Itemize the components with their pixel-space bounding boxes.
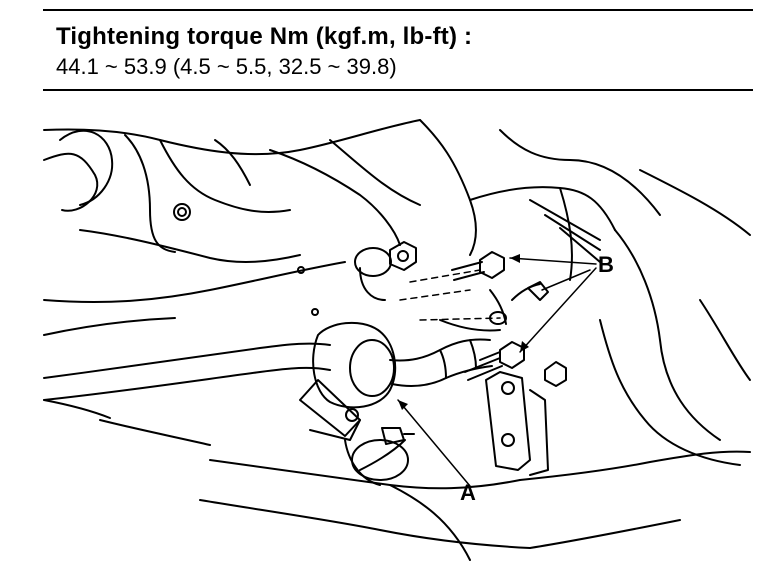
callout-b: B (598, 252, 614, 277)
bottom-rule (43, 89, 753, 91)
stabilizer-bar (43, 338, 493, 401)
strut-body (419, 119, 751, 466)
hidden-lines (399, 269, 501, 321)
stabilizer-link (439, 251, 567, 476)
leader-lines (397, 257, 597, 487)
top-rule (43, 9, 753, 11)
body-frame (43, 119, 421, 336)
torque-spec-value: 44.1 ~ 53.9 (4.5 ~ 5.5, 32.5 ~ 39.8) (56, 54, 397, 79)
torque-spec: Tightening torque Nm (kgf.m, lb-ft) : 44… (56, 22, 746, 82)
callout-a: A (460, 480, 476, 505)
stabilizer-bushing-bracket (299, 241, 417, 486)
torque-spec-title: Tightening torque Nm (kgf.m, lb-ft) : (56, 23, 473, 50)
lower-arm (43, 399, 751, 561)
leader-arrowheads (398, 254, 529, 410)
